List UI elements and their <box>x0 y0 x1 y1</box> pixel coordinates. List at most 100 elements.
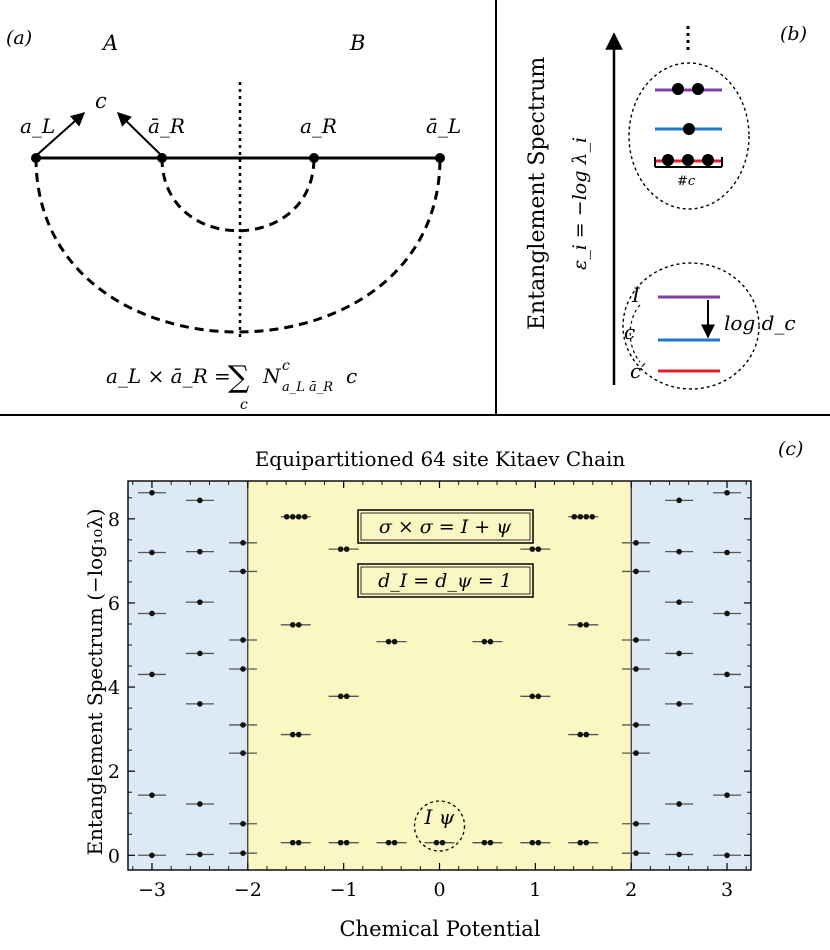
degeneracy-ellipse <box>628 62 750 210</box>
degenerate-pair-label: I ψ <box>424 805 455 829</box>
spectrum-point <box>149 489 155 496</box>
spectrum-point <box>529 546 536 552</box>
spectrum-point <box>633 666 639 672</box>
region-b-label: B <box>349 31 365 55</box>
state-dot <box>702 154 714 166</box>
spectrum-point <box>481 638 488 645</box>
spectrum-point <box>633 820 639 827</box>
spectrum-point <box>391 839 398 846</box>
spectrum-point <box>529 693 536 700</box>
spectrum-point <box>240 666 246 672</box>
phase-region-trivial <box>631 481 751 870</box>
fusion-rule-lhs: a_L × ā_R = <box>106 364 231 388</box>
inner-dashed-arc <box>160 157 316 233</box>
fusion-rule-sum: ∑ <box>228 360 250 395</box>
spectrum-point <box>676 548 682 555</box>
spectrum-point <box>289 513 296 520</box>
spectrum-point <box>481 839 488 846</box>
spectrum-point <box>487 638 494 645</box>
spectrum-point <box>589 513 596 520</box>
spectrum-point <box>289 731 296 738</box>
spectrum-point <box>295 839 302 846</box>
spectrum-point <box>149 792 155 798</box>
spectrum-point <box>633 750 639 756</box>
spectrum-point <box>295 731 302 738</box>
spectrum-point <box>240 850 246 856</box>
fusion-rule-sum-index: c <box>240 397 248 413</box>
site-aL <box>31 153 41 163</box>
gap-ellipse <box>622 262 760 390</box>
spectrum-point <box>439 839 446 846</box>
chart-title: Equipartitioned 64 site Kitaev Chain <box>255 447 626 471</box>
fusion-rule-box: σ × σ = I + ψ <box>357 509 534 544</box>
spectrum-axis-title: Entanglement Spectrum <box>525 57 550 330</box>
spectrum-point <box>240 820 246 827</box>
spectrum-point <box>301 513 308 520</box>
level-I-label: I <box>631 283 641 307</box>
label-aR: a_R <box>300 114 337 138</box>
spectrum-point <box>240 750 246 756</box>
spectrum-point <box>535 839 542 846</box>
spectrum-point <box>295 513 302 520</box>
spectrum-point <box>385 839 392 846</box>
level-cprime-label: c′ <box>630 359 646 383</box>
spectrum-axis-formula: ε_i = −log λ_i <box>569 137 591 270</box>
fusion-arrow-left <box>37 112 86 155</box>
spectrum-point <box>487 839 494 846</box>
spectrum-point <box>724 792 730 798</box>
site-aR <box>309 153 319 163</box>
fusion-rule-tail: c <box>346 364 357 388</box>
spectrum-point <box>343 839 350 846</box>
spectrum-point <box>343 546 350 552</box>
spectrum-point <box>676 599 682 605</box>
x-tick-label: 1 <box>529 879 541 901</box>
spectrum-point <box>149 852 155 859</box>
spectrum-point <box>337 546 344 552</box>
spectrum-point <box>240 637 246 643</box>
fusion-rule: a_L × ā_R = ∑ c N c a_L ā_R c <box>106 358 357 413</box>
spectrum-point <box>676 497 682 504</box>
label-c: c <box>95 89 107 113</box>
spectrum-point <box>571 513 578 520</box>
spectrum-point <box>583 513 590 520</box>
site-abarL <box>435 153 445 163</box>
y-tick-label: 4 <box>108 677 120 699</box>
spectrum-point <box>535 693 542 700</box>
spectrum-point <box>633 637 639 643</box>
spectrum-point <box>197 599 203 605</box>
fusion-rule-box-text: σ × σ = I + ψ <box>379 516 512 538</box>
quantum-dimension-box-text: d_I = d_ψ = 1 <box>378 570 512 592</box>
spectrum-point <box>197 851 203 858</box>
spectrum-point <box>197 497 203 504</box>
fusion-rule-box-frame <box>357 509 534 544</box>
spectrum-point <box>289 839 296 846</box>
spectrum-point <box>676 801 682 807</box>
spectrum-point <box>577 839 584 846</box>
degenerate-pair-circle <box>413 800 466 852</box>
fusion-arrow-right <box>116 112 161 155</box>
spectrum-point <box>724 489 730 496</box>
spectrum-point <box>337 693 344 700</box>
spectrum-point <box>583 839 590 846</box>
spectrum-point <box>149 610 155 617</box>
gap-label: log d_c <box>724 311 796 335</box>
spectrum-point <box>240 722 246 728</box>
spectrum-point <box>289 622 296 628</box>
spectrum-point <box>583 622 590 628</box>
panel-a: (a) A B c a_L ā_R a_R ā_L a_L × ā_R = ∑ … <box>6 27 461 413</box>
state-dot <box>682 154 694 166</box>
level-c-label: c <box>624 320 635 344</box>
phase-region-topological <box>247 481 632 870</box>
spectrum-point <box>197 548 203 555</box>
panel-b-tag: (b) <box>780 23 807 45</box>
spectrum-point <box>676 851 682 858</box>
y-tick-label: 8 <box>108 509 120 531</box>
x-tick-label: 2 <box>625 879 637 901</box>
label-aL: a_L <box>20 114 55 138</box>
spectrum-point <box>724 671 730 678</box>
region-a-label: A <box>101 31 118 55</box>
x-axis-label: Chemical Potential <box>339 917 540 941</box>
quantum-dimension-box-inner <box>360 566 531 595</box>
x-tick-label: 3 <box>721 879 733 901</box>
